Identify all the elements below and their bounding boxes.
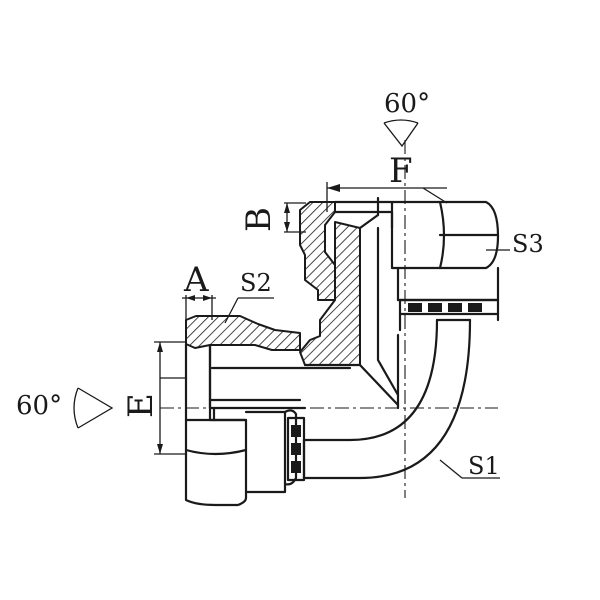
label-s3-group: S3 bbox=[486, 230, 544, 258]
angle-top: 60° bbox=[383, 89, 430, 148]
label-f: F bbox=[389, 151, 413, 191]
label-s2-group: S2 bbox=[224, 269, 274, 324]
upper-oring bbox=[398, 298, 500, 316]
label-a: A bbox=[183, 260, 209, 300]
label-s2: S2 bbox=[240, 269, 272, 297]
s2-thread-section bbox=[185, 315, 301, 351]
label-angle-left: 60° bbox=[16, 391, 62, 421]
elbow-bend-s1 bbox=[303, 318, 472, 480]
dimension-f: F bbox=[326, 151, 448, 212]
label-angle-top: 60° bbox=[384, 89, 430, 119]
dimension-b: B bbox=[239, 202, 306, 233]
dimension-e: E bbox=[121, 341, 186, 455]
lower-nut bbox=[184, 342, 248, 507]
label-s1: S1 bbox=[468, 452, 500, 480]
label-s3: S3 bbox=[512, 230, 544, 258]
label-s1-group: S1 bbox=[439, 452, 500, 480]
angle-left: 60° bbox=[16, 387, 114, 429]
lower-oring bbox=[286, 416, 306, 482]
label-e: E bbox=[121, 393, 161, 418]
label-b: B bbox=[239, 207, 279, 232]
body-section bbox=[299, 213, 400, 407]
dimension-a: A bbox=[182, 260, 216, 320]
lower-leg bbox=[184, 315, 362, 507]
upper-leg bbox=[299, 196, 500, 332]
upper-nut-section bbox=[299, 201, 336, 301]
